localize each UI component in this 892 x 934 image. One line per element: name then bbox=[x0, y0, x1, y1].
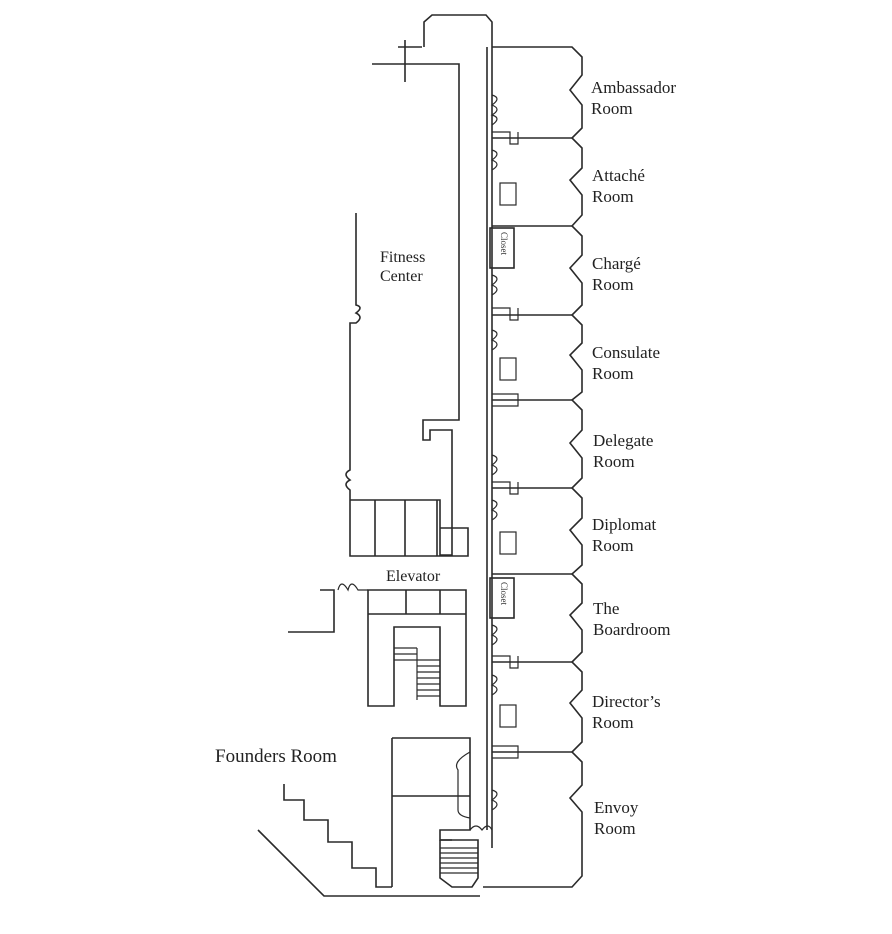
founders-room-label: Founders Room bbox=[215, 746, 337, 767]
stairs-2 bbox=[440, 847, 478, 874]
stair-2-box bbox=[439, 839, 479, 888]
fitness-wall bbox=[372, 63, 460, 556]
elevator-label: Elevator bbox=[386, 568, 441, 585]
partition-stubs bbox=[492, 131, 519, 759]
closet-2 bbox=[489, 577, 515, 619]
west-corridor-wall bbox=[288, 589, 335, 633]
top-entry-wall bbox=[423, 14, 493, 47]
corridor-end bbox=[469, 825, 493, 831]
founders-diagonal-wall bbox=[257, 829, 480, 897]
rooms-outer-wall bbox=[483, 46, 583, 888]
founders-door bbox=[455, 751, 471, 819]
fitness-lockers bbox=[349, 499, 469, 557]
elevator-door bbox=[337, 583, 368, 592]
founders-stepped-wall bbox=[283, 784, 392, 888]
stairs-1 bbox=[394, 647, 440, 700]
closet-label-1: Closet bbox=[499, 232, 509, 256]
closet-label-2: Closet bbox=[499, 582, 509, 606]
elevator-core bbox=[367, 589, 467, 707]
fitness-top-stub bbox=[398, 40, 422, 82]
fitness-left-wall bbox=[345, 213, 361, 500]
door-swings bbox=[490, 94, 498, 811]
room-dividers bbox=[492, 137, 572, 753]
closet-1 bbox=[489, 227, 515, 269]
